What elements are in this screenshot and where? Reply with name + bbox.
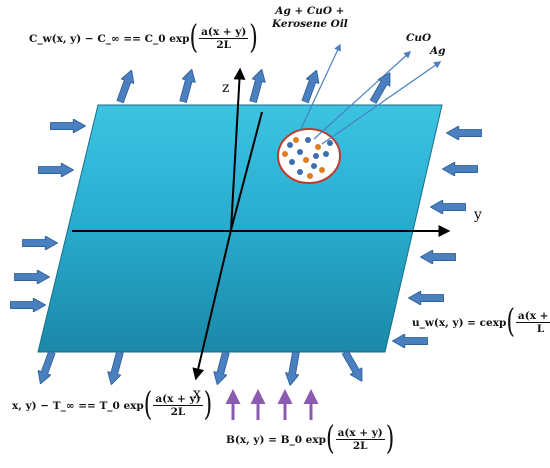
temperature-boundary-equation: x, y) − T_∞ == T_0 exp ( a(x + y) 2L ) [12,388,212,421]
mixture-label-line2: Kerosene Oil [272,18,348,30]
left-paren: ( [189,19,199,57]
magnetic-field-arrows [225,389,319,420]
outward-arrow [113,67,139,105]
z-axis [230,67,246,231]
cuo-particle [319,167,325,173]
nanoparticles [282,137,333,179]
inward-arrow [420,250,456,264]
left-paren: ( [325,420,335,458]
magnetic-eq-lhs: B(x, y) = B_0 exp [226,433,326,446]
ag-particle [327,140,333,146]
left-paren: ( [143,386,153,424]
z-axis-label: z [222,80,230,96]
x-axis [192,229,232,381]
concentration-eq-lhs: C_w(x, y) − C_∞ == C_0 exp [29,32,190,45]
velocity-eq-denominator: L [536,323,545,335]
outward-arrow [246,67,269,104]
concentration-boundary-equation: C_w(x, y) − C_∞ == C_0 exp ( a(x + y) 2L… [29,21,258,54]
outward-arrow [176,67,199,104]
magnetic-eq-fraction: a(x + y) 2L [335,427,385,452]
right-paren: ) [385,420,395,458]
inward-arrow [14,270,50,284]
cuo-label: CuO [406,32,432,44]
inward-arrow [38,163,74,177]
magnetic-field-equation: B(x, y) = B_0 exp ( a(x + y) 2L ) [226,422,394,455]
top-outward-arrows [113,67,397,106]
inward-arrow [446,126,482,140]
inward-arrow [408,291,444,305]
stretching-sheet [37,104,443,353]
callout-line-cuo [313,51,412,140]
magnetic-eq-numerator: a(x + y) [335,427,385,440]
callout-line-mixture [299,43,341,132]
inward-arrow [442,162,478,176]
ag-particle [289,159,295,165]
concentration-eq-numerator: a(x + y) [199,26,249,39]
left-paren: ( [506,303,515,341]
ag-particle [297,149,303,155]
inward-arrow [430,200,466,214]
ag-particle [287,142,293,148]
ag-particle [323,151,329,157]
magnetic-eq-denominator: 2L [352,440,368,452]
right-paren: ) [249,19,258,57]
concentration-eq-fraction: a(x + y) 2L [199,26,249,51]
cuo-particle [293,137,299,143]
cuo-particle [282,151,288,157]
outward-arrow [283,350,303,387]
velocity-eq-numerator: a(x + y) [515,310,550,323]
mixture-label: Ag + CuO + Kerosene Oil [272,5,348,31]
cuo-particle [307,173,313,179]
ag-particle [313,153,319,159]
velocity-boundary-equation: u_w(x, y) = cexp ( a(x + y) L ) [412,305,550,338]
mixture-label-line1: Ag + CuO + [275,5,345,17]
temperature-eq-fraction: a(x + y) 2L [153,393,203,418]
outward-arrow [104,350,127,387]
ag-particle [305,137,311,143]
x-axis-label: x [193,386,201,402]
cuo-particle [303,157,309,163]
inward-arrow [22,236,58,250]
callout-line-ag [321,61,442,145]
inward-arrow [50,119,86,133]
ag-particle [297,169,303,175]
outward-arrow [210,350,233,387]
y-axis-label: y [474,207,482,223]
outward-arrow [338,348,369,385]
cuo-particle [315,144,321,150]
outward-arrow [33,349,59,387]
ag-label: Ag [430,45,446,57]
velocity-eq-lhs: u_w(x, y) = cexp [412,316,507,329]
temperature-eq-numerator: a(x + y) [153,393,203,406]
inward-arrow [392,334,428,348]
z-axis-secondary [230,111,263,231]
outward-arrow [298,67,324,105]
ag-particle [311,163,317,169]
right-paren: ) [203,386,213,424]
temperature-eq-denominator: 2L [170,406,186,418]
velocity-eq-fraction: a(x + y) L [515,310,550,335]
concentration-eq-denominator: 2L [216,39,232,51]
inward-arrow [10,298,46,312]
temperature-eq-lhs: x, y) − T_∞ == T_0 exp [12,399,144,412]
